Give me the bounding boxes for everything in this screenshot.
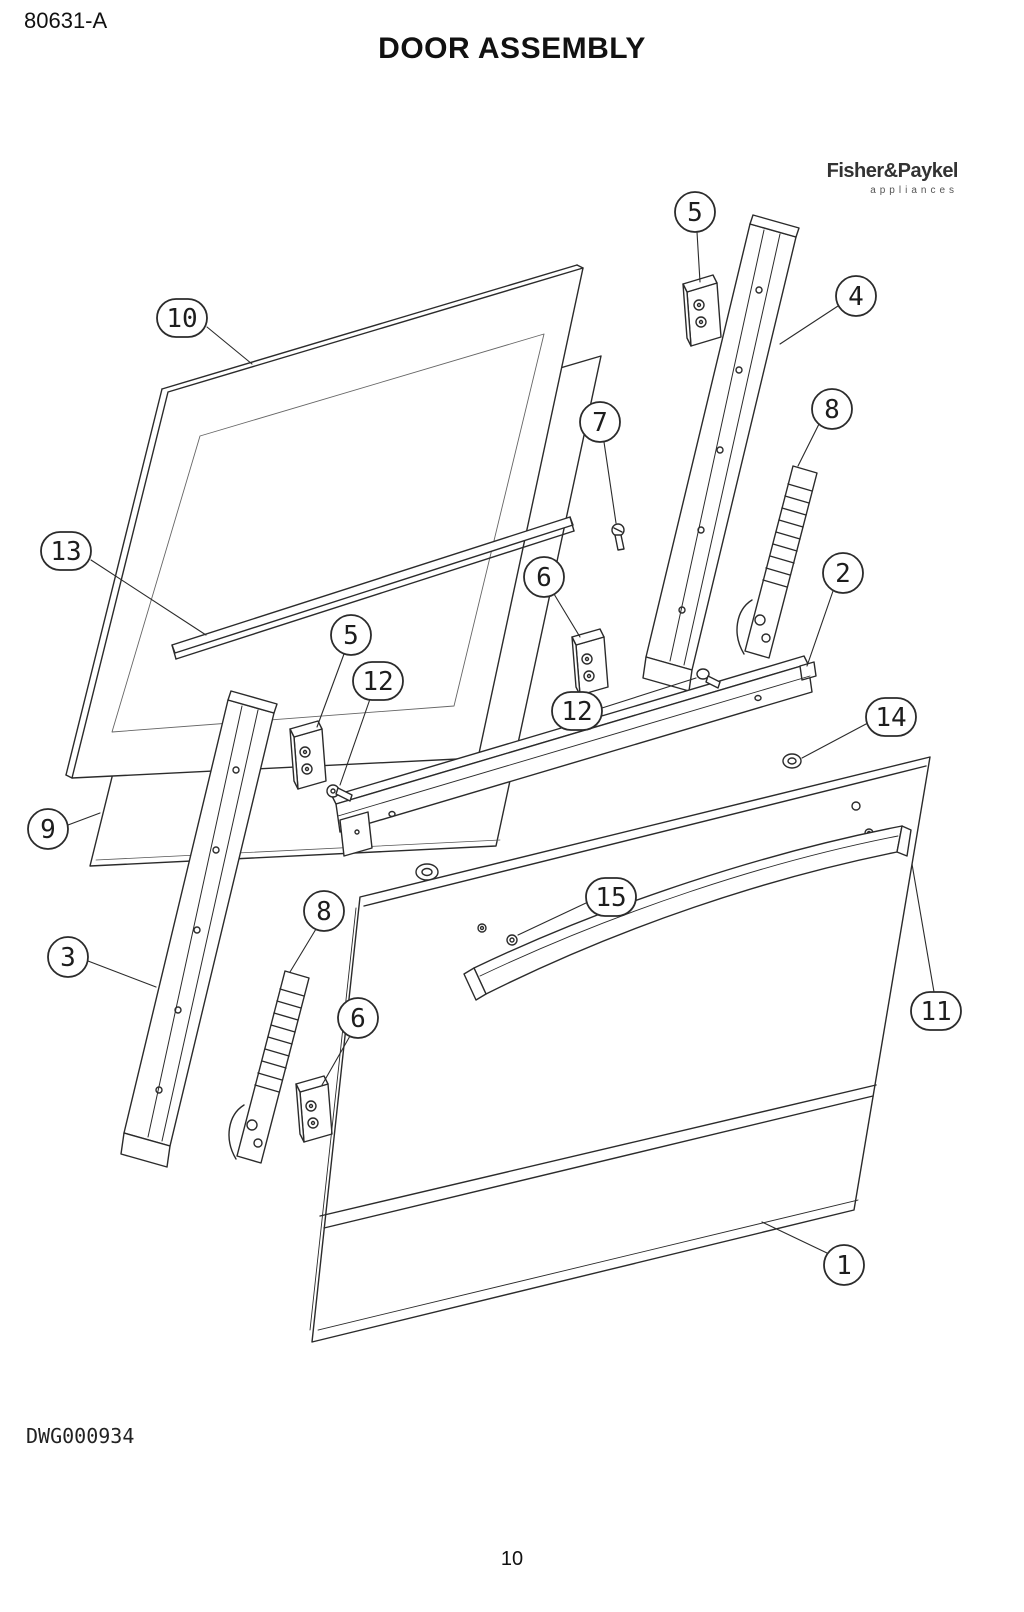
callout-3: 3 <box>47 936 89 978</box>
part-screw-15 <box>506 934 518 946</box>
callout-label: 3 <box>60 943 76 973</box>
part-screw-12-left <box>326 784 353 802</box>
callout-4: 4 <box>835 275 877 317</box>
callout-9: 9 <box>27 808 69 850</box>
part-outer-door-panel <box>309 756 931 1343</box>
part-latch-block-left <box>289 720 327 790</box>
document-number: 80631-A <box>24 8 108 33</box>
callout-label: 4 <box>848 282 864 312</box>
callout-5-top: 5 <box>674 191 716 233</box>
part-spacer-block-left <box>295 1075 333 1143</box>
brand-name: Fisher&Paykel <box>826 160 959 182</box>
callout-5-left: 5 <box>330 614 372 656</box>
part-spacer-block-right <box>571 628 609 696</box>
callout-1: 1 <box>823 1244 865 1286</box>
callout-13: 13 <box>40 531 92 571</box>
callout-leader-lines <box>67 231 935 1254</box>
callout-label: 1 <box>836 1251 852 1281</box>
callout-label: 15 <box>595 883 626 913</box>
callout-12-left: 12 <box>352 661 404 701</box>
callout-15: 15 <box>585 877 637 917</box>
part-grommet <box>415 863 439 881</box>
callout-8-right: 8 <box>811 388 853 430</box>
callout-label: 10 <box>166 304 197 334</box>
callout-label: 6 <box>536 563 552 593</box>
callout-label: 5 <box>687 198 703 228</box>
part-screw-7 <box>611 523 625 551</box>
part-right-hinge <box>736 465 818 659</box>
drawing-number: DWG000934 <box>26 1424 135 1448</box>
callout-11: 11 <box>910 991 962 1031</box>
callout-label: 9 <box>40 815 56 845</box>
part-retainer-strip <box>171 516 575 660</box>
callout-label: 13 <box>50 537 81 567</box>
callout-8-left: 8 <box>303 890 345 932</box>
callout-label: 5 <box>343 621 359 651</box>
part-washer-14 <box>782 753 802 769</box>
callout-label: 12 <box>362 667 393 697</box>
part-left-hinge <box>228 970 310 1164</box>
callout-balloons: 5 4 10 7 8 13 <box>27 191 962 1286</box>
part-left-hinge-channel <box>120 690 278 1168</box>
part-right-hinge-channel <box>642 214 800 692</box>
callout-label: 12 <box>561 697 592 727</box>
callout-label: 11 <box>920 997 951 1027</box>
callout-label: 8 <box>824 395 840 425</box>
callout-6-left: 6 <box>337 997 379 1039</box>
part-screw-12-right <box>696 668 721 689</box>
callout-12-right: 12 <box>551 691 603 731</box>
callout-label: 2 <box>835 559 851 589</box>
brand-tagline: appliances <box>870 185 958 196</box>
part-latch-block-right <box>682 274 722 347</box>
callout-label: 8 <box>316 897 332 927</box>
callout-label: 6 <box>350 1004 366 1034</box>
callout-10: 10 <box>156 298 208 338</box>
callout-6-right: 6 <box>523 556 565 598</box>
brand-logo: Fisher&Paykel appliances <box>826 160 959 196</box>
callout-7: 7 <box>579 401 621 443</box>
callout-label: 14 <box>875 703 906 733</box>
callout-label: 7 <box>592 408 608 438</box>
callout-2: 2 <box>822 552 864 594</box>
callout-14: 14 <box>865 697 917 737</box>
page-number: 10 <box>500 1548 524 1570</box>
page-title: DOOR ASSEMBLY <box>378 32 646 65</box>
